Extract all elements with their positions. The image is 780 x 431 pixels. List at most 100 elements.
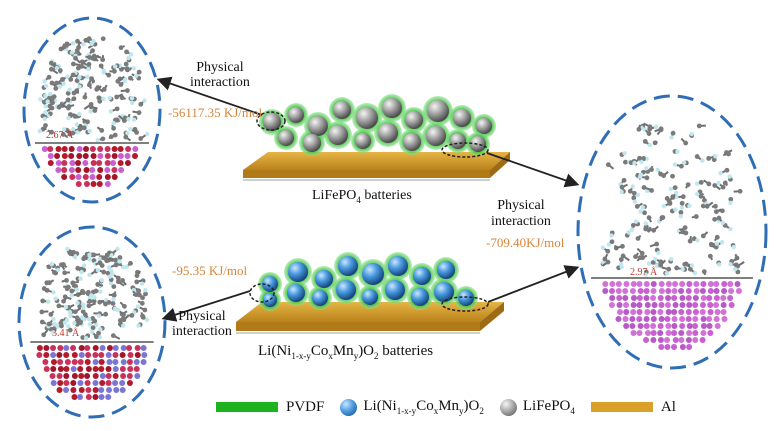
substrate-atom [112,146,118,152]
substrate-atom [99,394,105,400]
substrate-atom [57,373,63,379]
lfp-particle [308,116,328,136]
substrate-atom [43,345,49,351]
carbon-atom [115,106,120,111]
substrate-atom [631,302,637,308]
carbon-atom [134,279,139,284]
substrate-atom [715,309,721,315]
carbon-atom [62,44,67,49]
carbon-atom [49,61,54,66]
legend-pvdf-label: PVDF [286,399,324,416]
substrate-atom [692,330,698,336]
substrate-atom [672,288,678,294]
ncm-particle [287,284,305,302]
fluorine-atom [732,245,736,249]
substrate-atom [76,174,82,180]
carbon-atom [72,96,77,101]
carbon-atom [75,39,80,44]
substrate-atom [63,345,69,351]
ncm-particle [312,290,328,306]
substrate-atom [700,281,706,287]
substrate-atom [70,380,76,386]
fluorine-atom [87,317,91,321]
substrate-atom [659,316,665,322]
carbon-atom [633,254,638,259]
substrate-atom [645,330,651,336]
substrate-atom [644,323,650,329]
substrate-atom [93,387,99,393]
fluorine-atom [142,98,146,102]
carbon-atom [702,269,707,274]
carbon-atom [708,254,713,259]
substrate-atom [121,345,127,351]
fluorine-atom [53,296,57,300]
substrate-atom [727,281,733,287]
fluorine-atom [136,304,140,308]
substrate-atom [631,295,637,301]
substrate-atom [673,302,679,308]
legend-ncm-co: Co [416,398,434,414]
fluorine-atom [633,200,637,204]
substrate-atom [113,366,119,372]
carbon-atom [680,201,685,206]
fluorine-atom [87,273,91,277]
carbon-atom [78,320,83,325]
substrate-atom [652,302,658,308]
carbon-atom [714,209,719,214]
substrate-atom [636,316,642,322]
carbon-atom [673,185,678,190]
substrate-atom [671,309,677,315]
substrate-atom [650,323,656,329]
fluorine-atom [70,50,74,54]
substrate-atom [113,345,119,351]
substrate-atom [701,323,707,329]
substrate-atom [105,181,111,187]
carbon-atom [699,194,704,199]
carbon-atom [647,127,652,132]
substrate-atom [63,366,69,372]
fluorine-atom [639,172,643,176]
carbon-atom [606,162,611,167]
substrate-atom [112,174,118,180]
substrate-atom [50,352,56,358]
substrate-atom [671,344,677,350]
carbon-atom [713,204,718,209]
carbon-atom [659,127,664,132]
carbon-atom [631,223,636,228]
carbon-atom [643,139,648,144]
carbon-atom [109,134,114,139]
label-physical-interaction-right: Physical interaction [491,198,551,230]
substrate-atom [76,181,82,187]
substrate-atom [70,345,76,351]
energy-lfp-right: -709.40KJ/mol [486,235,564,251]
substrate-atom [85,352,91,358]
carbon-atom [640,251,645,256]
fluorine-atom [619,262,623,266]
carbon-atom [712,217,717,222]
carbon-atom [645,175,650,180]
substrate-atom [657,330,663,336]
substrate-atom [56,146,62,152]
lfp-particle [403,133,421,151]
label-physical: Physical [497,198,544,213]
substrate-atom [141,345,147,351]
substrate-atom [78,373,84,379]
al-swatch [591,402,653,412]
substrate-atom [721,281,727,287]
fluorine-atom [43,94,47,98]
substrate-atom [609,281,615,287]
carbon-atom [112,293,117,298]
carbon-atom [47,75,52,80]
fluorine-atom [116,308,120,312]
ncm-particle [411,288,429,306]
fluorine-atom [100,278,104,282]
carbon-atom [98,260,103,265]
carbon-atom [47,322,52,327]
carbon-atom [111,301,116,306]
substrate-atom [671,323,677,329]
substrate-atom [61,160,67,166]
carbon-atom [715,235,720,240]
ncm-sub1: 1-x-y [291,351,311,361]
fluorine-atom [45,99,49,103]
fluorine-atom [107,265,111,269]
